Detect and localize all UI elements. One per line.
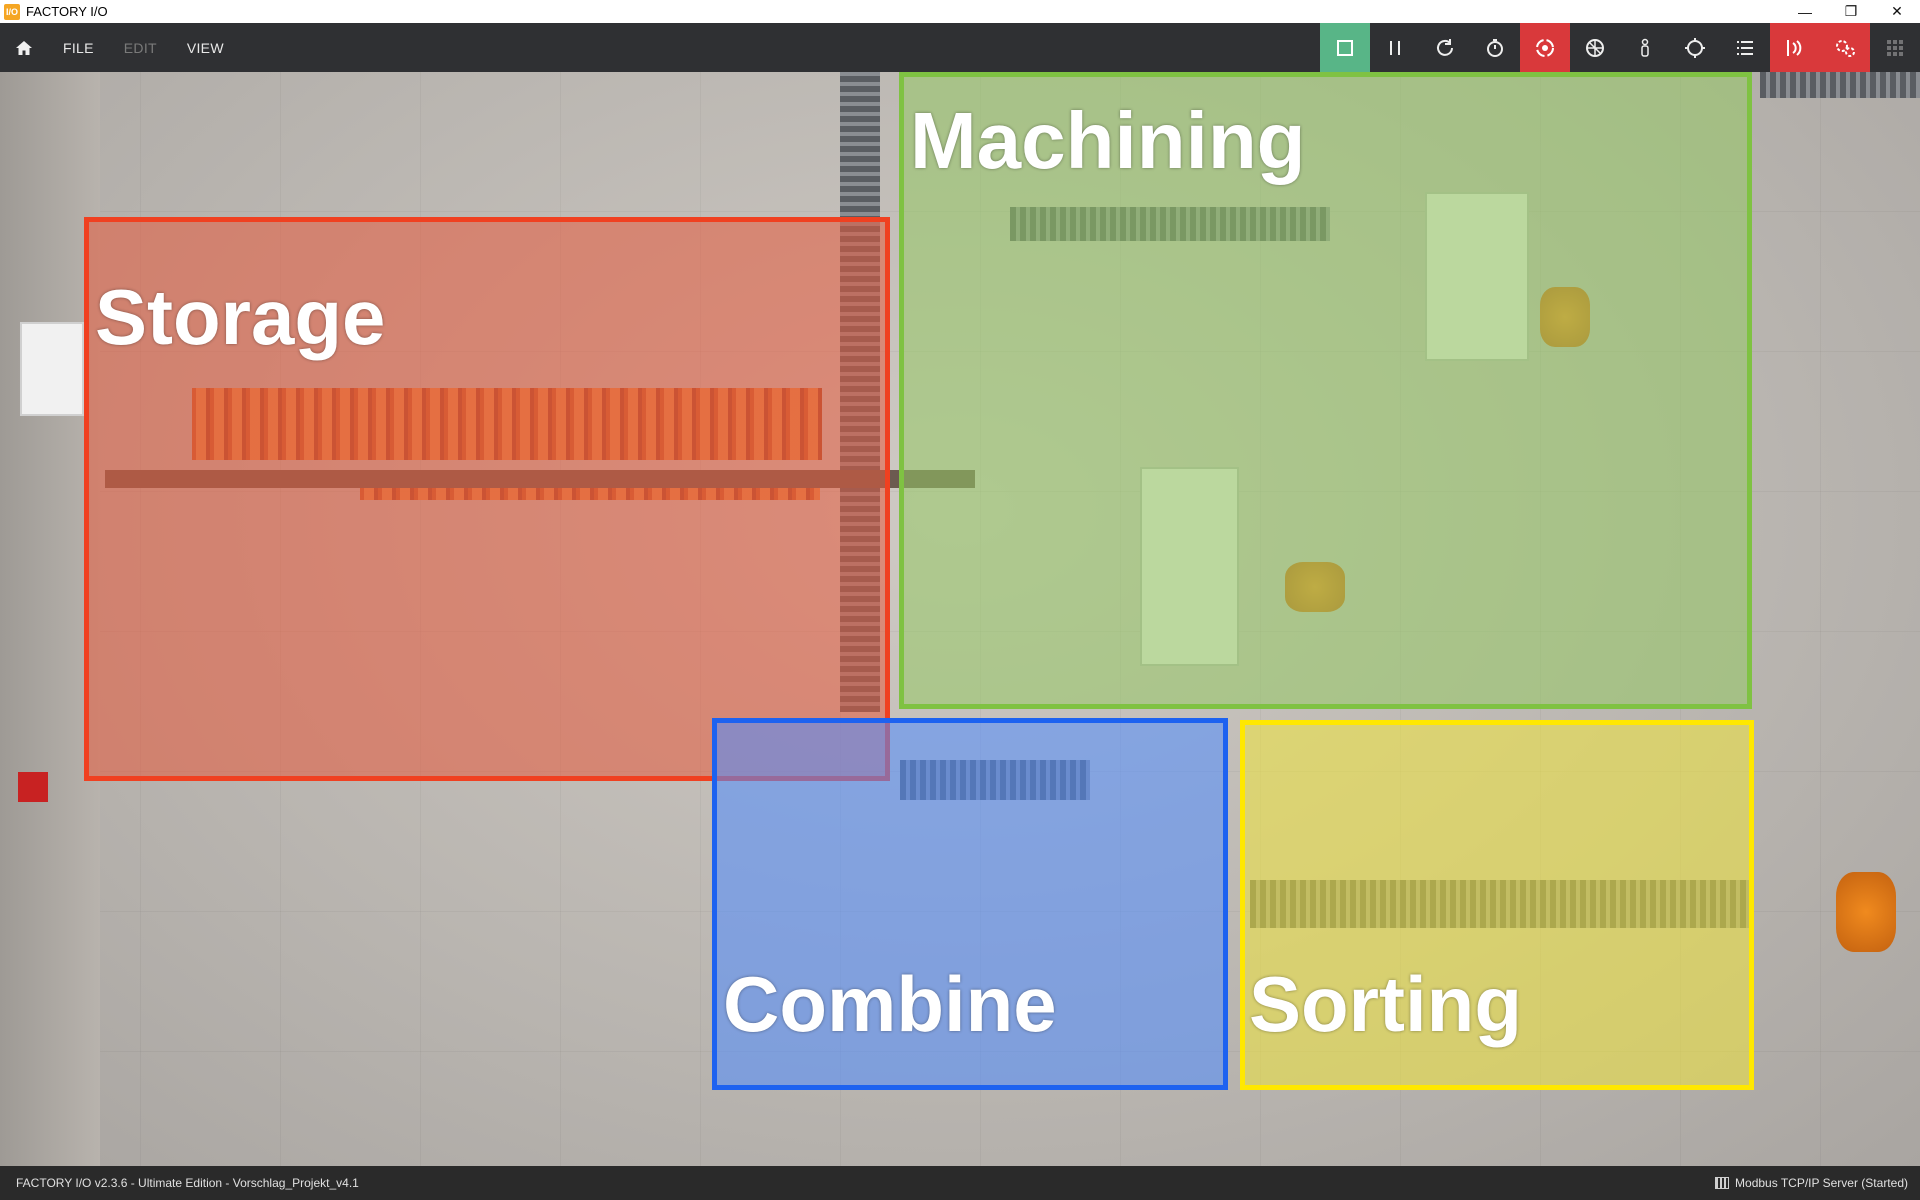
fire-alarm-box xyxy=(18,772,48,802)
crosshair-icon xyxy=(1685,37,1705,58)
restore-button[interactable]: ❐ xyxy=(1828,0,1874,23)
main-toolbar: FILE EDIT VIEW xyxy=(0,23,1920,72)
factory-io-logo-icon: I/O xyxy=(4,3,20,20)
fly-camera-button[interactable] xyxy=(1570,23,1620,72)
reset-icon xyxy=(1437,38,1453,56)
factory-door xyxy=(20,322,84,416)
camera-orbit-icon xyxy=(1536,38,1554,57)
list-icon xyxy=(1737,40,1753,55)
grid-icon xyxy=(1887,39,1903,56)
minimize-icon: — xyxy=(1798,3,1812,20)
window-title: FACTORY I/O xyxy=(26,4,108,19)
home-button[interactable] xyxy=(0,23,48,72)
toolbar-tools xyxy=(1320,23,1920,72)
fly-camera-icon xyxy=(1586,38,1604,57)
driver-status-text: Modbus TCP/IP Server (Started) xyxy=(1735,1176,1908,1190)
title-bar: I/O FACTORY I/O — ❐ ✕ xyxy=(0,0,1920,24)
grid-button[interactable] xyxy=(1870,23,1920,72)
pause-icon xyxy=(1390,40,1400,55)
zone-storage: Storage xyxy=(84,217,890,781)
menu-file[interactable]: FILE xyxy=(63,39,94,56)
close-button[interactable]: ✕ xyxy=(1874,0,1920,23)
first-person-icon xyxy=(1641,38,1649,57)
zone-machining: Machining xyxy=(899,72,1752,709)
stopwatch-icon xyxy=(1487,38,1503,57)
robot-arm-right xyxy=(1836,872,1896,952)
minimize-button[interactable]: — xyxy=(1782,0,1828,23)
restore-icon: ❐ xyxy=(1844,3,1858,19)
menu-edit[interactable]: EDIT xyxy=(123,39,157,56)
focus-button[interactable] xyxy=(1670,23,1720,72)
menu-view[interactable]: VIEW xyxy=(186,39,224,56)
home-icon xyxy=(16,40,32,55)
server-icon xyxy=(1715,1177,1730,1189)
factory-wall xyxy=(0,72,100,1166)
reset-button[interactable] xyxy=(1420,23,1470,72)
drivers-button[interactable] xyxy=(1820,23,1870,72)
first-person-button[interactable] xyxy=(1620,23,1670,72)
scene-viewport[interactable]: Storage Machining Combine Sorting xyxy=(0,72,1920,1166)
stop-button[interactable] xyxy=(1320,23,1370,72)
driver-status[interactable]: Modbus TCP/IP Server (Started) xyxy=(1715,1166,1908,1200)
sensors-button[interactable] xyxy=(1770,23,1820,72)
time-scale-button[interactable] xyxy=(1470,23,1520,72)
logo-text: I/O xyxy=(5,6,18,17)
pause-button[interactable] xyxy=(1370,23,1420,72)
zone-storage-label: Storage xyxy=(95,273,386,361)
zone-machining-label: Machining xyxy=(910,96,1306,185)
zone-combine: Combine xyxy=(712,718,1228,1090)
drivers-icon xyxy=(1836,39,1855,57)
conveyor-right-edge xyxy=(1760,72,1920,98)
tags-list-button[interactable] xyxy=(1720,23,1770,72)
window-controls: — ❐ ✕ xyxy=(1782,0,1920,23)
zone-sorting: Sorting xyxy=(1240,720,1754,1090)
close-icon: ✕ xyxy=(1891,3,1903,19)
stop-icon xyxy=(1337,39,1353,56)
status-bar: FACTORY I/O v2.3.6 - Ultimate Edition - … xyxy=(0,1166,1920,1200)
status-edition-text: FACTORY I/O v2.3.6 - Ultimate Edition - … xyxy=(16,1176,359,1190)
sensor-icon xyxy=(1787,39,1802,56)
zone-combine-label: Combine xyxy=(723,960,1057,1048)
orbit-camera-button[interactable] xyxy=(1520,23,1570,72)
zone-sorting-label: Sorting xyxy=(1249,960,1522,1048)
